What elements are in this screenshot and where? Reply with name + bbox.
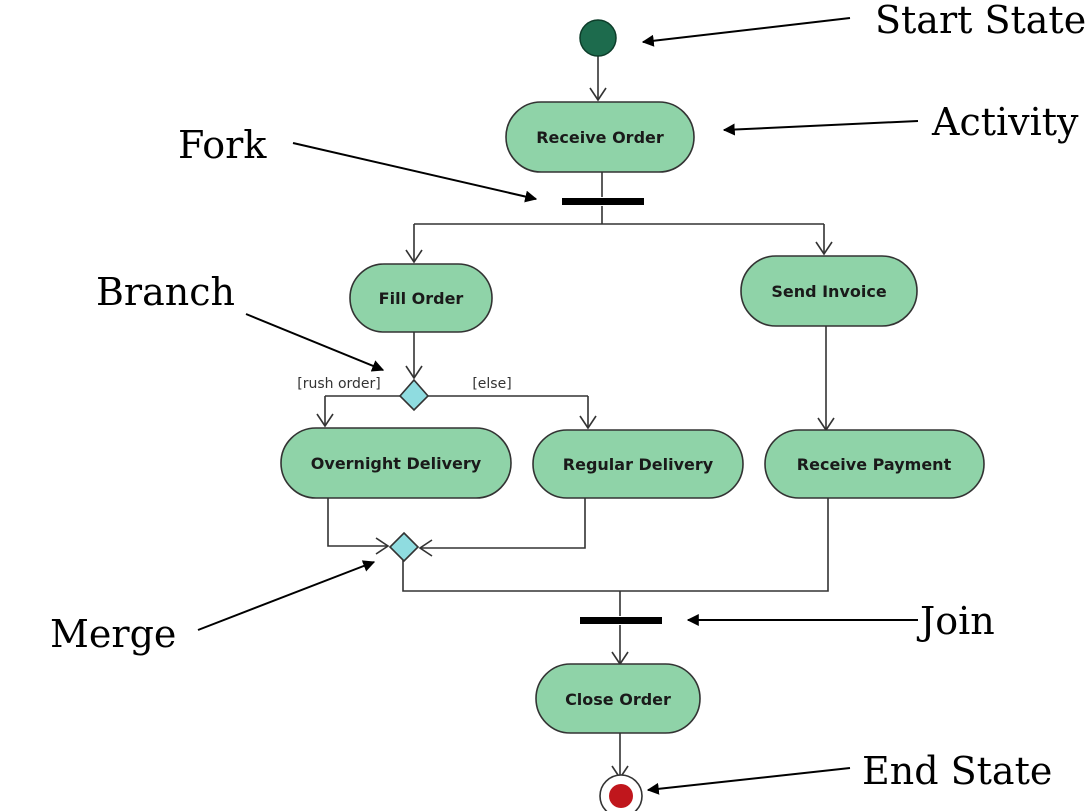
flow-merge-and-payment-to-join: [402, 498, 829, 616]
guard-else: [else]: [472, 376, 511, 392]
start-state-node: [579, 19, 617, 57]
activity-receive-payment: [764, 429, 985, 499]
flow-branch-outgoing: [324, 395, 589, 428]
branch-pointer: [245, 313, 385, 372]
activity-receive-payment-label: Receive Payment: [797, 455, 952, 474]
arrowhead: [316, 413, 334, 428]
activity-receive-order-label: Receive Order: [536, 128, 664, 147]
arrowhead: [815, 241, 833, 256]
callout-fork: Fork: [178, 123, 267, 167]
callout-branch: Branch: [96, 270, 235, 314]
activity-regular-delivery-label: Regular Delivery: [563, 455, 714, 474]
arrowhead: [405, 249, 423, 264]
activity-overnight-delivery-label: Overnight Delivery: [311, 454, 482, 473]
activity-fill-order-label: Fill Order: [379, 289, 464, 308]
join-bar: [580, 617, 662, 624]
callout-start-state: Start State: [875, 0, 1086, 42]
arrowhead: [375, 537, 390, 555]
fork-bar: [562, 198, 644, 205]
fork-pointer: [292, 142, 538, 203]
callout-join: Join: [916, 599, 995, 643]
end-state-pointer: [646, 767, 851, 795]
callout-end-state: End State: [862, 749, 1052, 793]
arrowhead: [579, 415, 597, 430]
end-state-node: [599, 774, 643, 811]
arrowhead: [418, 539, 433, 557]
callout-merge: Merge: [50, 612, 176, 656]
flow-overnight-to-merge: [327, 498, 388, 547]
activity-send-invoice-label: Send Invoice: [771, 282, 887, 301]
guard-rush-order: [rush order]: [297, 376, 381, 392]
activity-pointer: [722, 120, 919, 136]
activity-fill-order: [349, 263, 493, 333]
activity-send-invoice: [740, 255, 918, 327]
branch-diamond: [398, 378, 430, 412]
callout-activity: Activity: [931, 100, 1079, 144]
flow-regular-to-merge: [420, 498, 586, 549]
start-state-pointer: [641, 17, 851, 47]
merge-diamond: [388, 531, 420, 563]
activity-close-order-label: Close Order: [565, 690, 671, 709]
arrowhead: [405, 365, 423, 380]
activity-close-order: [535, 663, 701, 734]
activity-receive-order: [505, 101, 695, 173]
activity-regular-delivery: [532, 429, 744, 499]
arrowhead: [589, 87, 607, 102]
merge-pointer: [197, 560, 376, 631]
activity-overnight-delivery: [280, 427, 512, 499]
flow-fork-to-branches: [413, 206, 825, 262]
callouts: Start State Activity Fork Branch Merge J…: [50, 0, 1086, 795]
